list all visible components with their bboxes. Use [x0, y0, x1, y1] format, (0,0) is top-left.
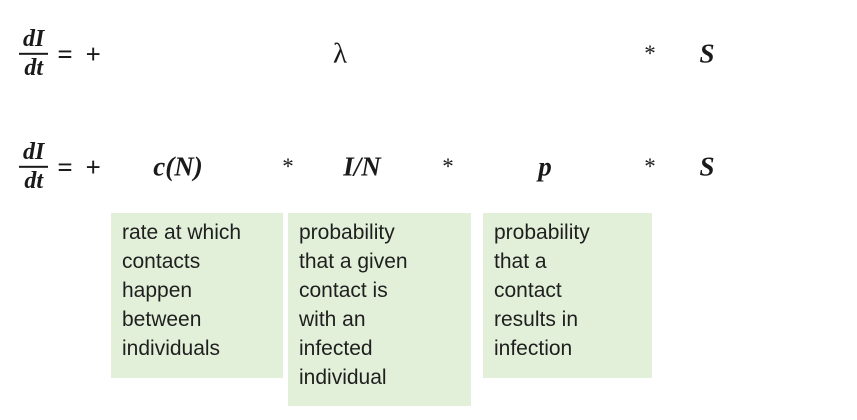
susceptible-term: S — [699, 38, 715, 69]
multiply-asterisk: * — [442, 154, 454, 179]
multiply-asterisk: * — [644, 154, 656, 179]
equals-plus-sign: = + — [57, 151, 104, 182]
annotation-transmission-probability: probability that a contact results in in… — [483, 213, 652, 378]
annotation-infected-fraction: probability that a given contact is with… — [288, 213, 471, 406]
fraction-denominator: dt — [24, 55, 43, 81]
equation-lambda-row: dI dt = + λ * S — [0, 19, 857, 89]
susceptible-term: S — [699, 151, 715, 182]
multiply-asterisk: * — [282, 154, 294, 179]
transmission-probability-term: p — [538, 151, 552, 182]
annotation-contact-rate: rate at which contacts happen between in… — [111, 213, 283, 378]
equation-expanded-row: dI dt = + c(N) * I/N * p * S — [0, 132, 857, 202]
multiply-asterisk: * — [644, 41, 656, 66]
didt-fraction: dI dt — [19, 26, 49, 81]
equation-lhs: dI dt = + — [19, 139, 104, 194]
fraction-numerator: dI — [19, 139, 49, 168]
contact-rate-term: c(N) — [153, 151, 203, 182]
equation-lhs: dI dt = + — [19, 26, 104, 81]
didt-fraction: dI dt — [19, 139, 49, 194]
lambda-term: λ — [332, 37, 348, 70]
equals-plus-sign: = + — [57, 38, 104, 69]
fraction-denominator: dt — [24, 168, 43, 194]
infected-fraction-term: I/N — [343, 151, 381, 182]
fraction-numerator: dI — [19, 26, 49, 55]
